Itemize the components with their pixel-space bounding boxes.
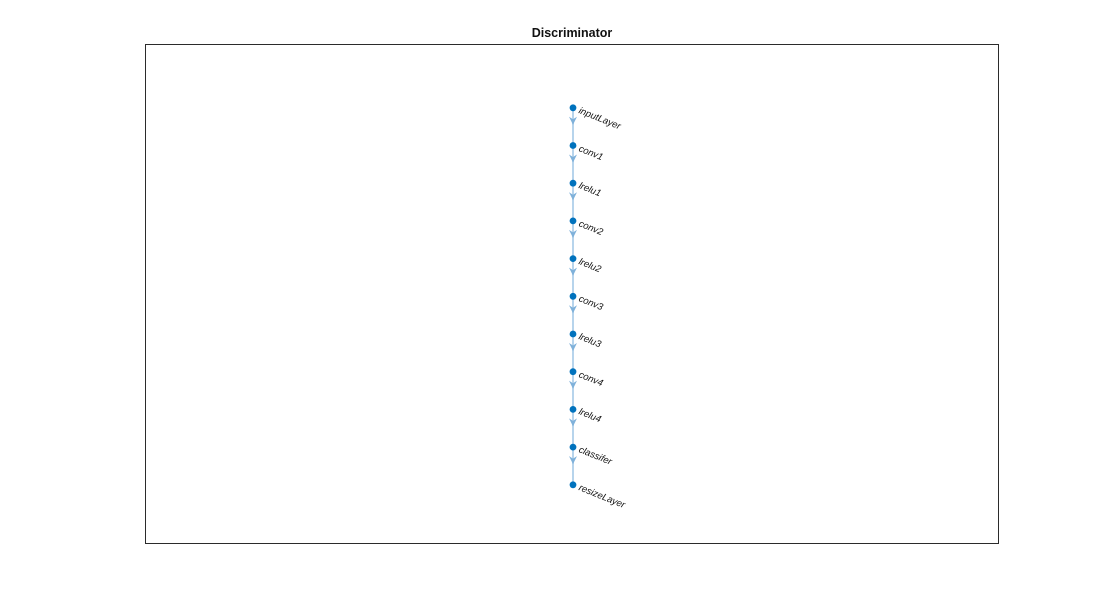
graph-node[interactable] — [569, 104, 577, 112]
edge-arrowhead — [569, 229, 577, 238]
layer-graph-plot — [569, 104, 577, 489]
edge-arrowhead — [569, 192, 577, 201]
edge-arrowhead — [569, 418, 577, 427]
graph-node[interactable] — [569, 443, 577, 451]
edge-arrowhead — [569, 305, 577, 314]
graph-node[interactable] — [569, 179, 577, 187]
graph-node[interactable] — [569, 330, 577, 338]
edge-arrowhead — [569, 343, 577, 351]
graph-node[interactable] — [569, 406, 577, 413]
figure-title: Discriminator — [531, 26, 613, 40]
edge-arrowhead — [569, 456, 577, 465]
graph-node[interactable] — [569, 142, 577, 149]
graph-node[interactable] — [569, 481, 577, 489]
edge-arrowhead — [569, 380, 577, 389]
graph-node[interactable] — [569, 217, 577, 225]
edge-arrowhead — [569, 154, 577, 163]
edge-arrowhead — [569, 116, 577, 125]
graph-node[interactable] — [569, 368, 577, 376]
graph-node[interactable] — [569, 255, 577, 262]
graph-node[interactable] — [569, 292, 577, 300]
edge-arrowhead — [569, 267, 577, 276]
